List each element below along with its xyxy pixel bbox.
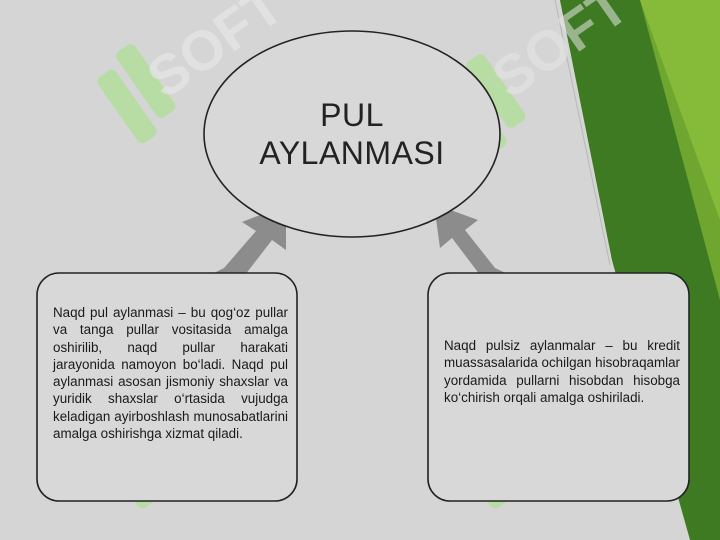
arrow-left-to-ellipse [210,205,286,275]
left-box-text: Naqd pul aylanmasi – bu qog‘oz pullar va… [53,305,288,442]
right-box-text: Naqd pulsiz aylanmalar – bu kredit muass… [444,338,680,405]
decor-thin-line [554,0,611,266]
title-ellipse [203,30,501,238]
right-definition-box [427,272,690,502]
arrow-right-to-ellipse [434,204,510,275]
decor-green-stripe [640,0,720,220]
title-line-1: PUL [320,97,384,133]
title-line-2: AYLANMASI [259,135,445,171]
left-definition-box [36,272,298,502]
diagram-title: PUL AYLANMASI [232,96,472,172]
